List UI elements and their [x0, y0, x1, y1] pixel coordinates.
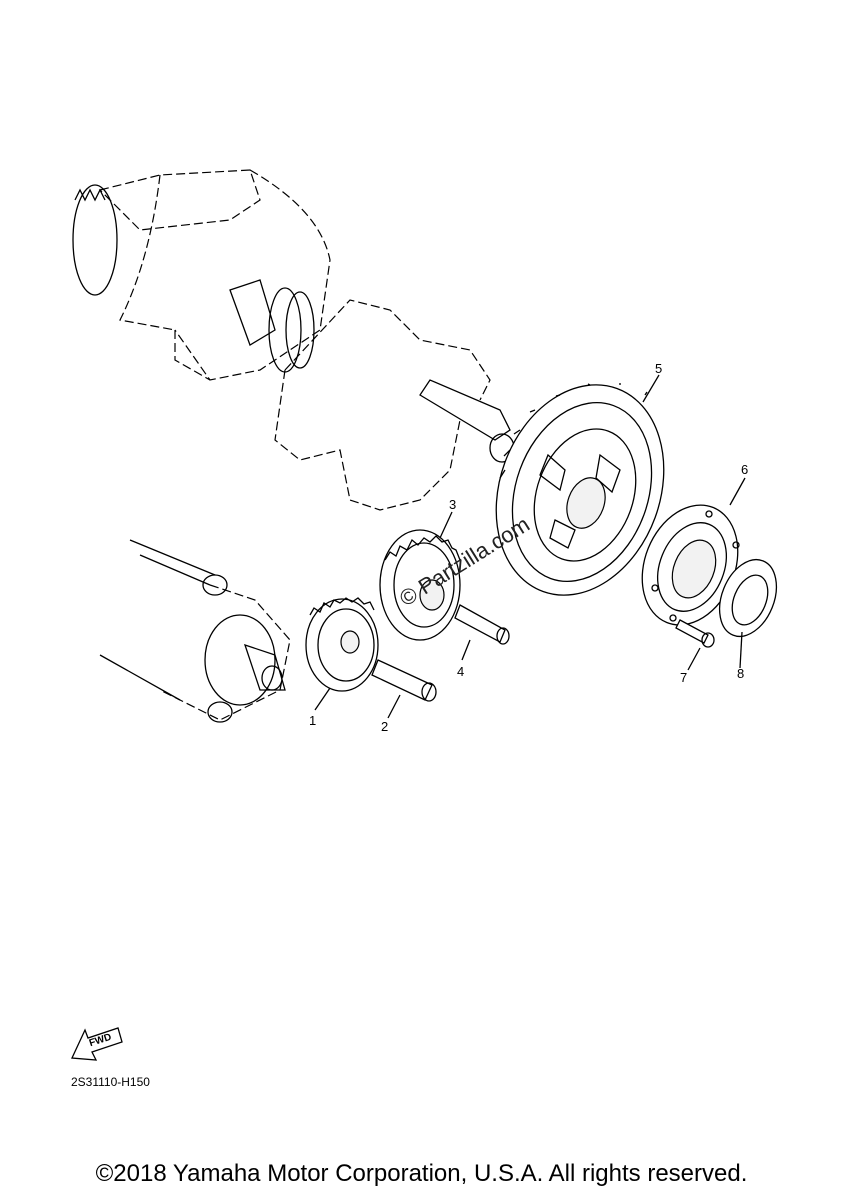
part-2-shaft — [371, 659, 437, 719]
fwd-direction-arrow-icon — [71, 1027, 123, 1061]
figure-code: 2S31110-H150 — [71, 1075, 150, 1089]
part-6-one-way-clutch — [641, 477, 746, 626]
callout-7: 7 — [680, 670, 688, 685]
part-8-washer — [718, 559, 778, 669]
callout-8: 8 — [737, 666, 745, 681]
crankshaft-assembly — [72, 169, 515, 511]
copyright-notice: ©2018 Yamaha Motor Corporation, U.S.A. A… — [95, 1160, 748, 1187]
callout-1: 1 — [309, 713, 317, 728]
part-4-shaft — [454, 604, 510, 661]
starter-motor — [99, 539, 291, 723]
callout-6: 6 — [741, 462, 749, 477]
callout-4: 4 — [457, 664, 465, 679]
callout-2: 2 — [381, 719, 389, 734]
callout-3: 3 — [449, 497, 457, 512]
part-5-starter-wheel-gear — [495, 374, 665, 596]
part-3-double-gear — [379, 511, 461, 641]
callout-5: 5 — [655, 361, 663, 376]
part-1-idler-gear — [305, 597, 379, 711]
part-7-bolt — [675, 619, 715, 671]
